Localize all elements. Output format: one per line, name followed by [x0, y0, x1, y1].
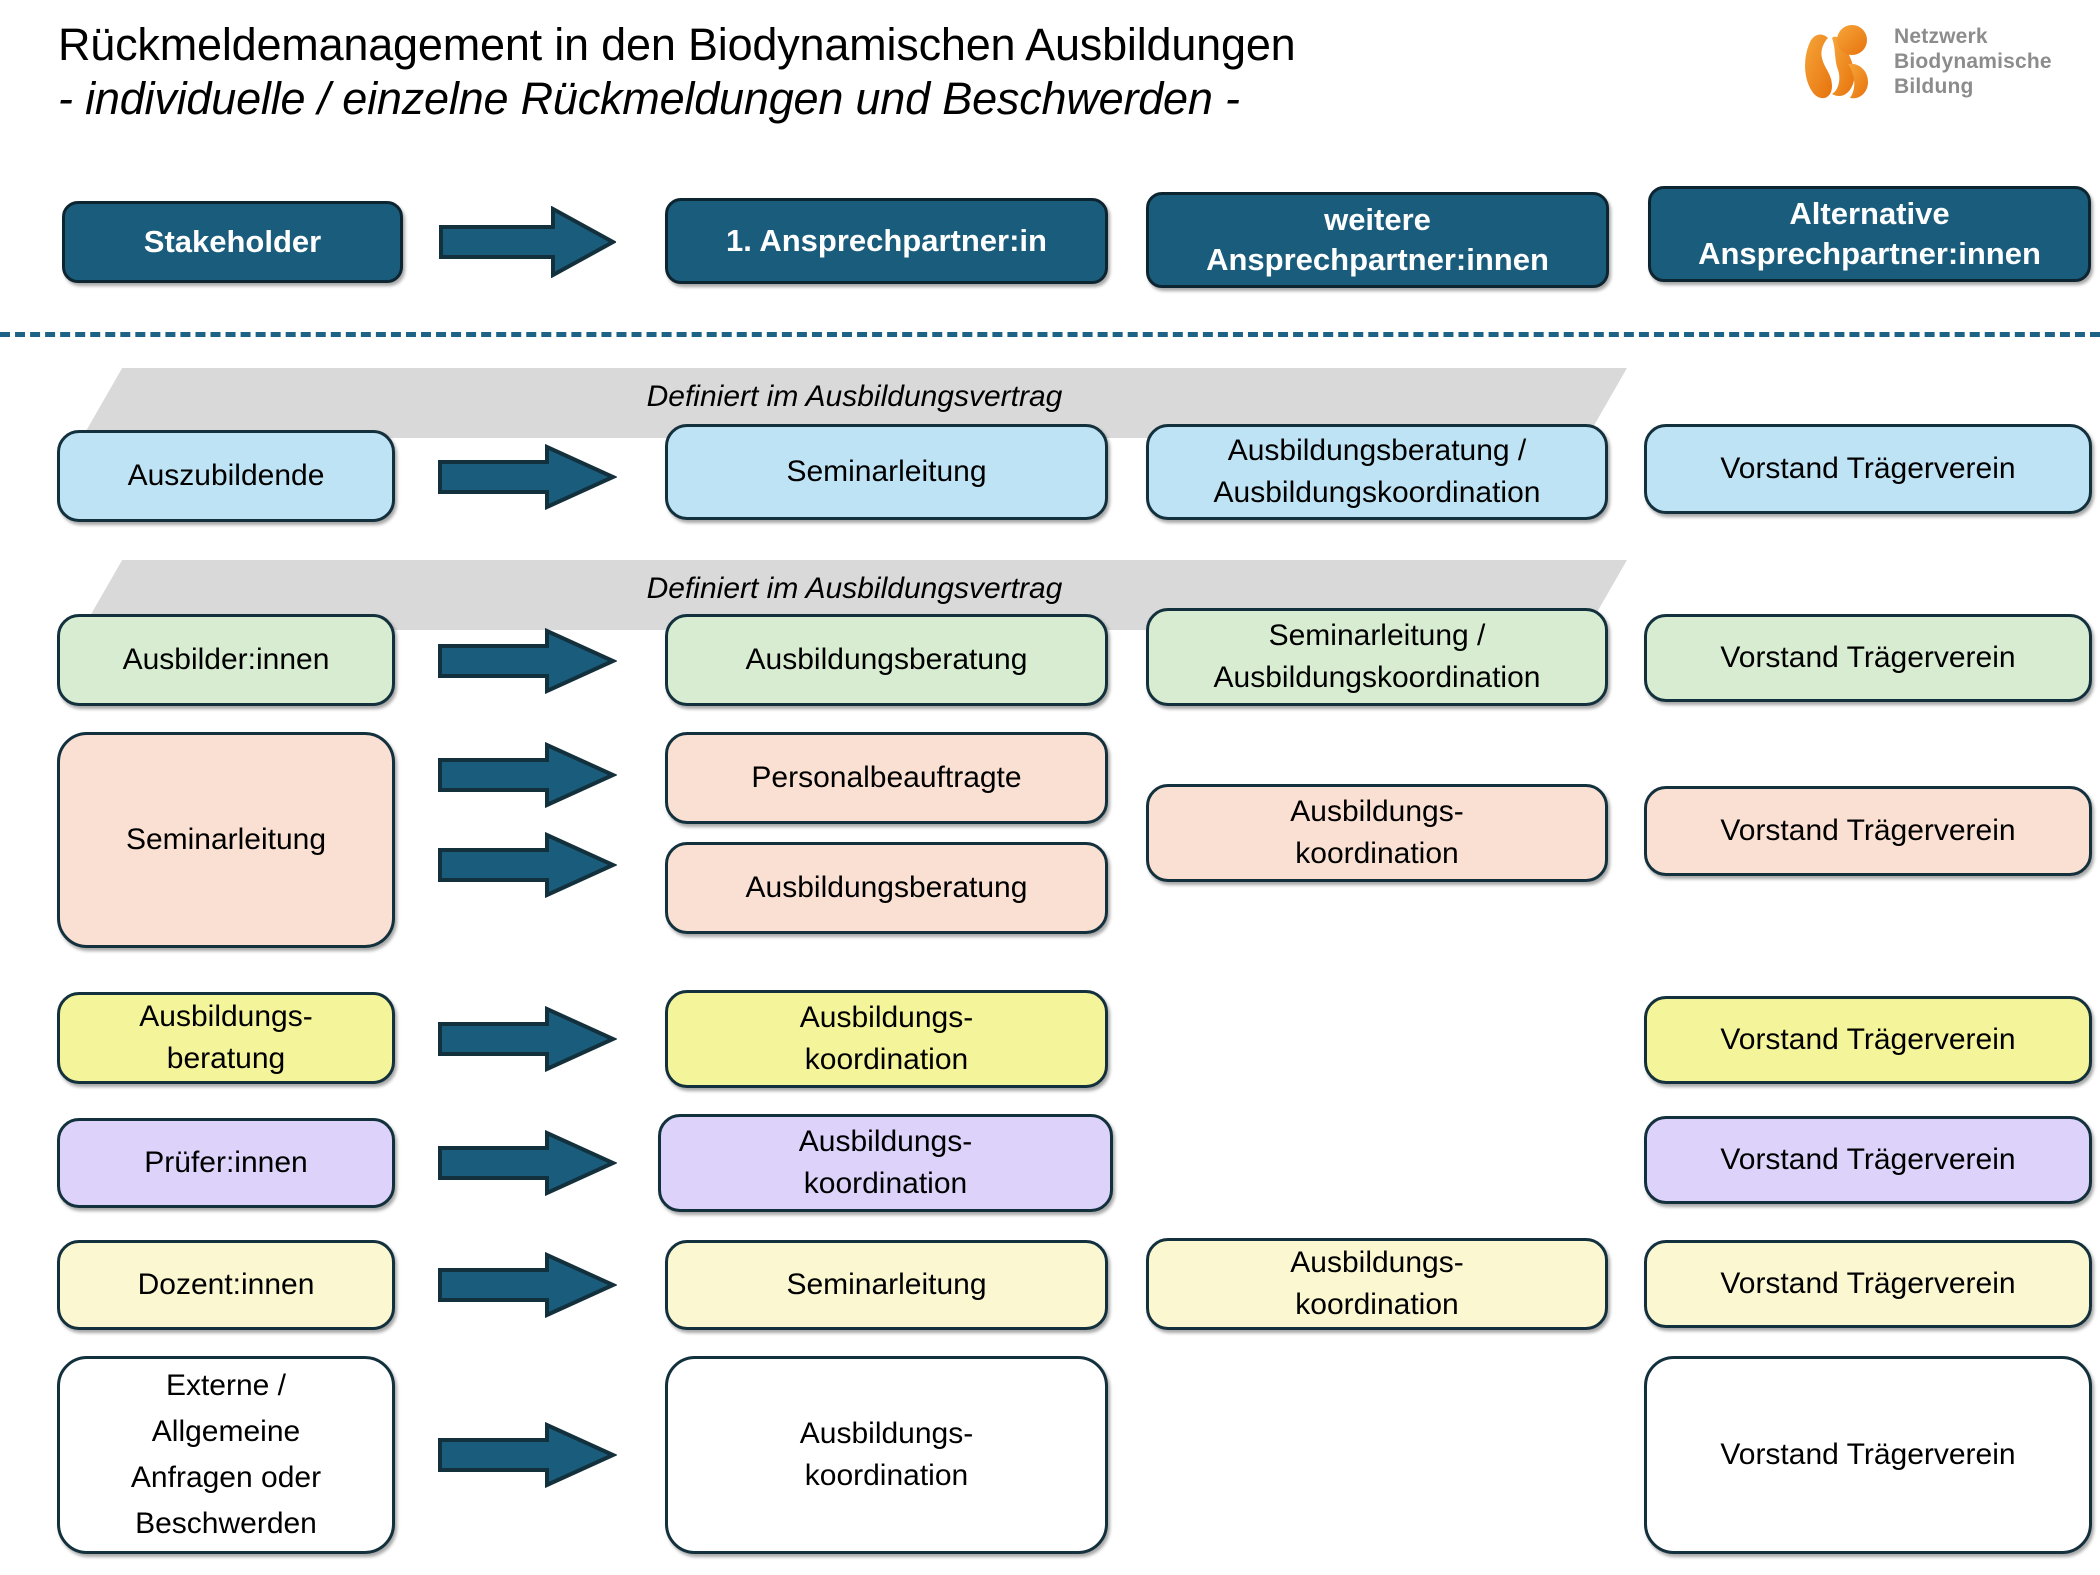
header-first-contact-label: 1. Ansprechpartner:in	[726, 223, 1047, 258]
row-3-stakeholder-label: Seminarleitung	[125, 823, 327, 856]
row-6-further-contact-label: Ausbildungs- koordination	[1290, 1246, 1464, 1321]
row-3-arrow-icon-2	[437, 832, 617, 898]
row-7-alternative-contact-label: Vorstand Trägerverein	[1720, 1438, 2016, 1471]
banner-label-2: Definiert im Ausbildungsvertrag	[646, 572, 1063, 605]
row-5-first-contact-1-label: Ausbildungs- koordination	[798, 1125, 973, 1200]
row-7-arrow-icon	[437, 1422, 617, 1488]
row-1-arrow-icon	[437, 444, 617, 510]
row-4-first-contact-1-label: Ausbildungs- koordination	[799, 1001, 974, 1076]
row-2-alternative-contact: Vorstand Trägerverein	[1644, 614, 2092, 702]
row-3-first-contact-1-label: Personalbeauftragte	[751, 761, 1022, 794]
header-alternative-contact: Alternative Ansprechpartner:innen	[1648, 186, 2091, 282]
organization-logo: Netzwerk Biodynamische Bildung	[1798, 16, 2088, 108]
row-4-stakeholder: Ausbildungs- beratung	[57, 992, 395, 1084]
row-5-stakeholder: Prüfer:innen	[57, 1118, 395, 1208]
row-3-arrow-icon-1	[437, 742, 617, 808]
row-6-alternative-contact-label: Vorstand Trägerverein	[1720, 1267, 2016, 1300]
row-6-stakeholder: Dozent:innen	[57, 1240, 395, 1330]
row-6-alternative-contact: Vorstand Trägerverein	[1644, 1240, 2092, 1328]
row-2-stakeholder-label: Ausbilder:innen	[122, 643, 330, 676]
header-further-contact-label: weitere Ansprechpartner:innen	[1206, 202, 1549, 277]
row-3-stakeholder: Seminarleitung	[57, 732, 395, 948]
row-5-stakeholder-label: Prüfer:innen	[144, 1146, 308, 1179]
logo-mark-icon	[1798, 20, 1884, 102]
row-6-stakeholder-label: Dozent:innen	[137, 1268, 315, 1301]
row-4-arrow-icon	[437, 1006, 617, 1072]
row-7-first-contact-1-label: Ausbildungs- koordination	[799, 1417, 974, 1492]
row-3-first-contact-1: Personalbeauftragte	[665, 732, 1108, 824]
row-6-further-contact: Ausbildungs- koordination	[1146, 1238, 1608, 1330]
header-further-contact: weitere Ansprechpartner:innen	[1146, 192, 1609, 288]
row-6-first-contact-1-label: Seminarleitung	[786, 1268, 987, 1301]
title-line-2: - individuelle / einzelne Rückmeldungen …	[58, 73, 1240, 124]
row-4-stakeholder-label: Ausbildungs- beratung	[139, 1000, 313, 1075]
row-3-further-contact: Ausbildungs- koordination	[1146, 784, 1608, 882]
logo-text: Netzwerk Biodynamische Bildung	[1894, 24, 2052, 99]
row-7-stakeholder-label: Externe / Allgemeine Anfragen oder Besch…	[130, 1369, 322, 1540]
row-7-stakeholder: Externe / Allgemeine Anfragen oder Besch…	[57, 1356, 395, 1554]
row-4-first-contact-1: Ausbildungs- koordination	[665, 990, 1108, 1088]
row-3-alternative-contact: Vorstand Trägerverein	[1644, 786, 2092, 876]
row-2-further-contact-label: Seminarleitung / Ausbildungskoordination	[1213, 619, 1541, 694]
row-3-further-contact-label: Ausbildungs- koordination	[1290, 795, 1464, 870]
logo-text-line-1: Netzwerk	[1894, 25, 1988, 48]
header-first-contact: 1. Ansprechpartner:in	[665, 198, 1108, 284]
logo-text-line-3: Bildung	[1894, 75, 1974, 98]
header-stakeholder: Stakeholder	[62, 201, 403, 283]
header-stakeholder-label: Stakeholder	[143, 224, 322, 259]
row-6-first-contact-1: Seminarleitung	[665, 1240, 1108, 1330]
row-1-first-contact-1: Seminarleitung	[665, 424, 1108, 520]
row-4-alternative-contact: Vorstand Trägerverein	[1644, 996, 2092, 1084]
row-1-stakeholder-label: Auszubildende	[127, 459, 325, 492]
row-5-arrow-icon	[437, 1130, 617, 1196]
row-5-first-contact-1: Ausbildungs- koordination	[658, 1114, 1113, 1212]
row-2-first-contact-1: Ausbildungsberatung	[665, 614, 1108, 706]
header-arrow-icon	[438, 206, 616, 278]
row-6-arrow-icon	[437, 1252, 617, 1318]
banner-label-1: Definiert im Ausbildungsvertrag	[646, 380, 1063, 413]
header-alternative-contact-label: Alternative Ansprechpartner:innen	[1698, 196, 2041, 271]
row-1-alternative-contact: Vorstand Trägerverein	[1644, 424, 2092, 514]
row-7-alternative-contact: Vorstand Trägerverein	[1644, 1356, 2092, 1554]
logo-text-line-2: Biodynamische	[1894, 50, 2052, 73]
page-title: Rückmeldemanagement in den Biodynamische…	[58, 18, 1678, 126]
row-1-first-contact-1-label: Seminarleitung	[786, 455, 987, 488]
row-3-first-contact-2: Ausbildungsberatung	[665, 842, 1108, 934]
row-3-alternative-contact-label: Vorstand Trägerverein	[1720, 814, 2016, 847]
row-7-first-contact-1: Ausbildungs- koordination	[665, 1356, 1108, 1554]
row-5-alternative-contact: Vorstand Trägerverein	[1644, 1116, 2092, 1204]
row-4-alternative-contact-label: Vorstand Trägerverein	[1720, 1023, 2016, 1056]
row-2-stakeholder: Ausbilder:innen	[57, 614, 395, 706]
row-2-further-contact: Seminarleitung / Ausbildungskoordination	[1146, 608, 1608, 706]
row-1-stakeholder: Auszubildende	[57, 430, 395, 522]
title-line-1: Rückmeldemanagement in den Biodynamische…	[58, 19, 1296, 70]
row-2-alternative-contact-label: Vorstand Trägerverein	[1720, 641, 2016, 674]
row-2-first-contact-1-label: Ausbildungsberatung	[745, 643, 1028, 676]
row-5-alternative-contact-label: Vorstand Trägerverein	[1720, 1143, 2016, 1176]
section-divider	[0, 332, 2100, 337]
row-3-first-contact-2-label: Ausbildungsberatung	[745, 871, 1028, 904]
row-1-further-contact-label: Ausbildungsberatung / Ausbildungskoordin…	[1213, 434, 1541, 509]
row-2-arrow-icon	[437, 628, 617, 694]
row-1-further-contact: Ausbildungsberatung / Ausbildungskoordin…	[1146, 424, 1608, 520]
row-1-alternative-contact-label: Vorstand Trägerverein	[1720, 452, 2016, 485]
